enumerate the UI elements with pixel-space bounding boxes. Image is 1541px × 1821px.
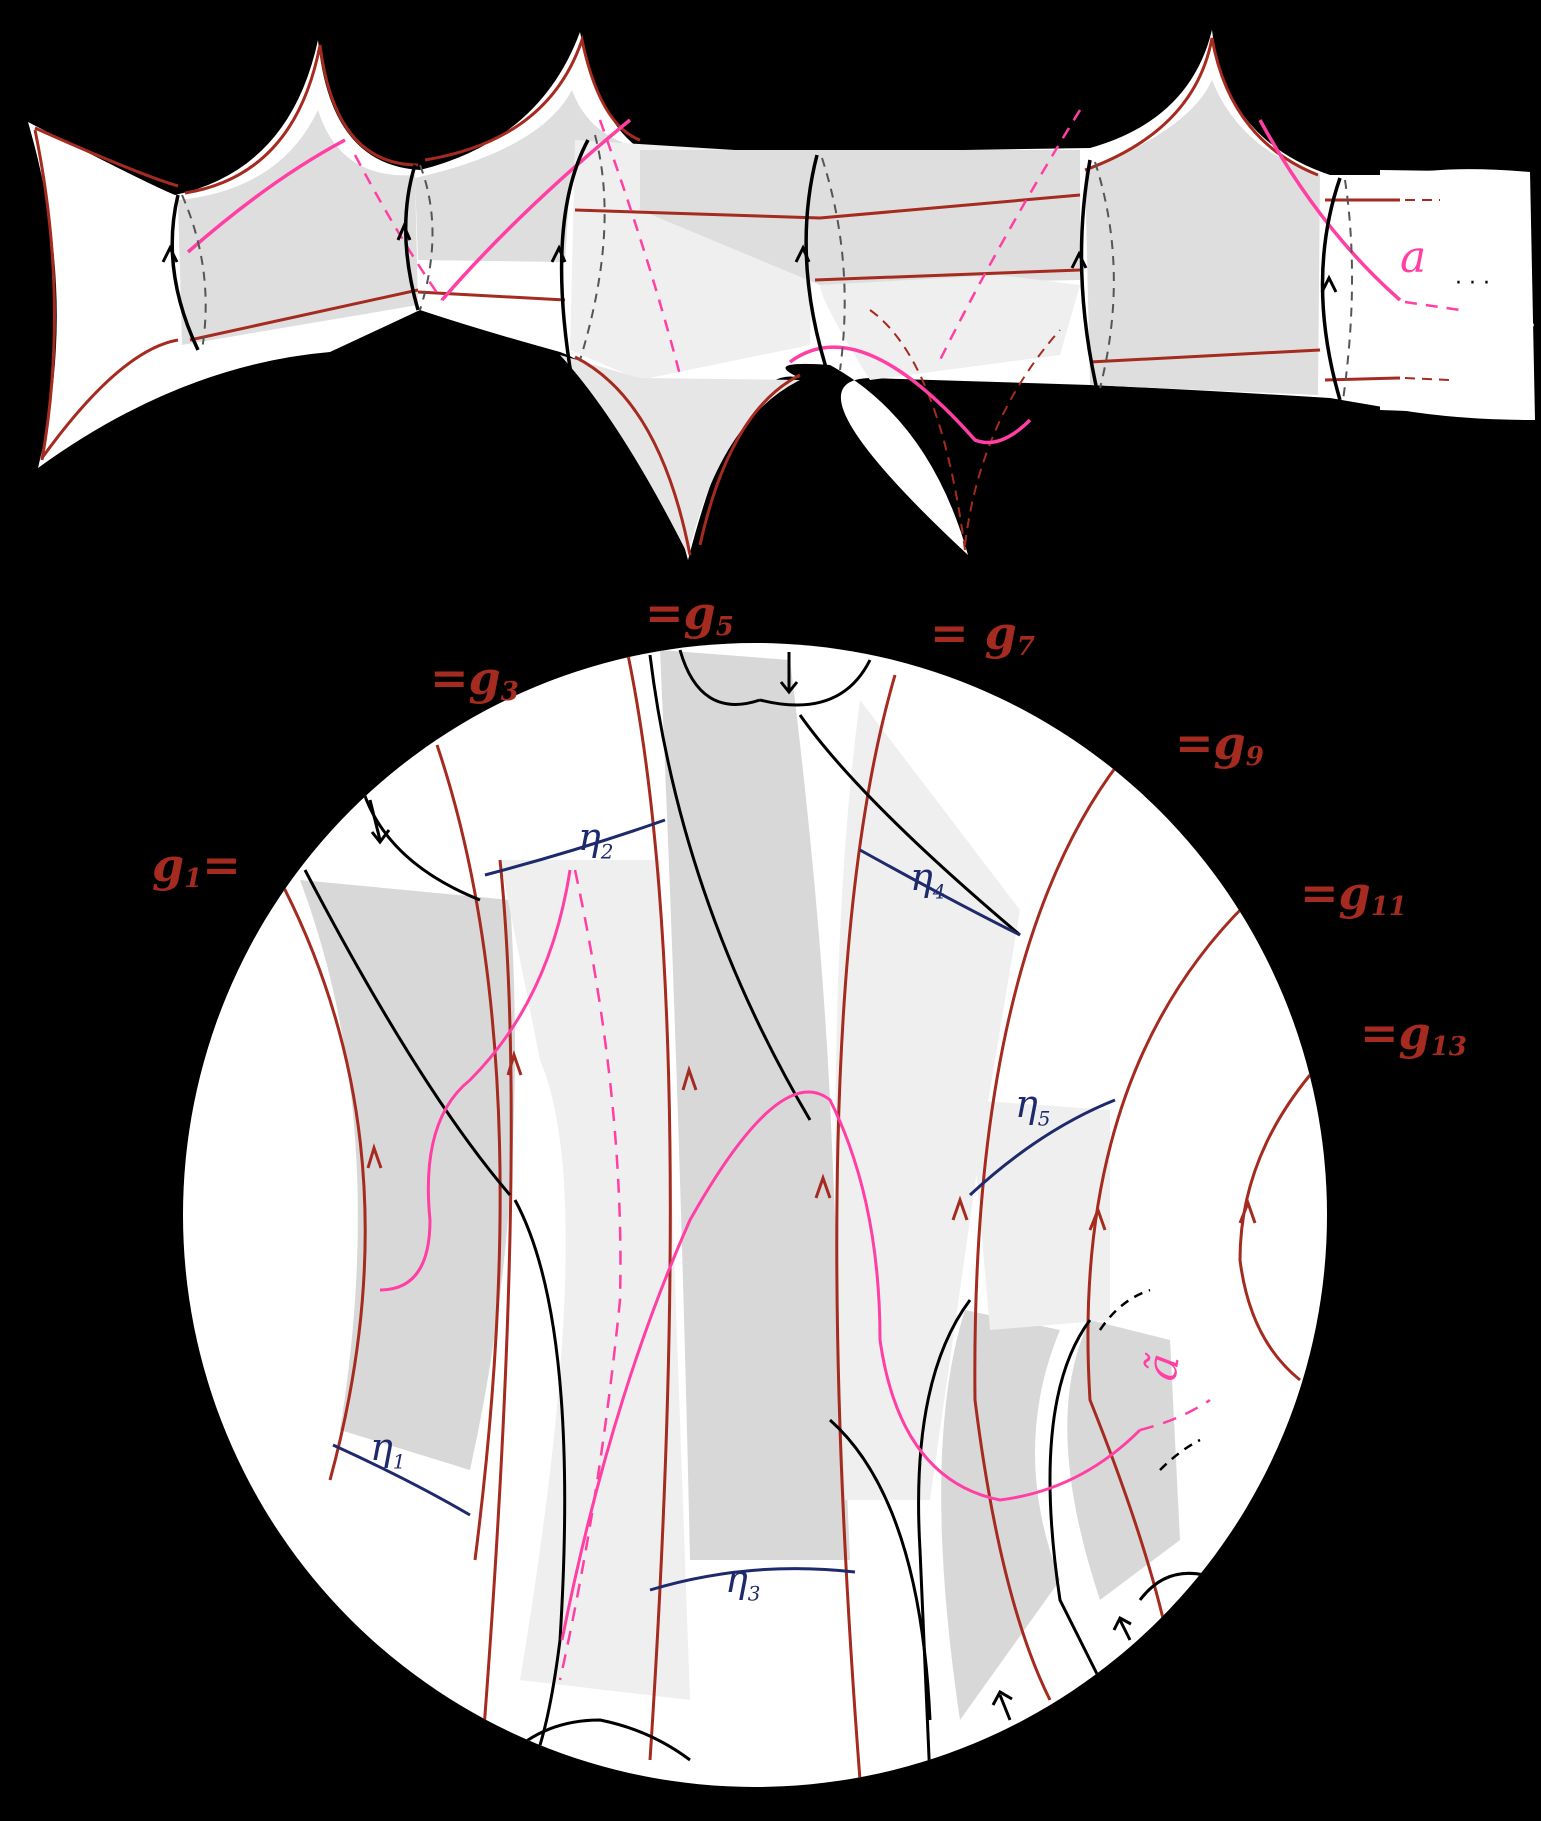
surface-cuffs-hidden	[181, 134, 1354, 401]
label-g7-subscript: 7	[1016, 632, 1035, 662]
disk-region-1	[300, 880, 515, 1470]
eta-4	[859, 848, 1021, 937]
pants-region-1	[178, 110, 418, 345]
lift-arrow-icons	[368, 652, 1132, 1721]
label-g5-equals: =	[645, 586, 684, 640]
poincare-disk	[183, 643, 1327, 1787]
label-eta5-symbol: η	[1015, 1082, 1038, 1126]
eta-3	[649, 1567, 856, 1592]
pants-region-6	[1085, 80, 1320, 395]
geodesic-arrow-icons	[366, 1050, 1257, 1231]
label-eta3-subscript: 3	[747, 1581, 761, 1606]
label-g5-letter: g	[683, 586, 716, 640]
arc-a-label: a	[1400, 232, 1426, 283]
geodesic-g11	[1086, 903, 1247, 1651]
label-eta5: η5	[1015, 1085, 1051, 1129]
label-g7-letter: g	[984, 606, 1017, 660]
infinite-genus-surface	[28, 30, 1535, 560]
eta-1	[332, 1443, 471, 1517]
label-g11-equals: =	[1300, 866, 1339, 920]
label-g11: =g11	[1300, 870, 1407, 920]
label-g7-equals: =	[930, 606, 969, 660]
label-g3-equals: =	[430, 651, 469, 705]
disk-hidden-lifts	[1098, 1288, 1201, 1471]
label-g7: = g7	[930, 610, 1035, 660]
disk-region-4	[835, 700, 1020, 1500]
surface-cuffs	[170, 139, 1342, 401]
label-eta2-symbol: η	[578, 815, 601, 859]
label-g13: =g13	[1360, 1010, 1467, 1060]
continuation-ellipsis: · · ·	[1455, 271, 1490, 296]
pants-region-7	[560, 355, 800, 555]
label-g11-subscript: 11	[1370, 892, 1407, 922]
geodesic-g3	[435, 744, 502, 1561]
label-g1-equals: =	[202, 838, 241, 892]
geodesic-g7	[835, 674, 897, 1781]
geodesic-g13	[1238, 1074, 1312, 1382]
disk-region-2	[500, 860, 690, 1700]
arc-a-lifts-hidden	[558, 869, 1211, 1681]
pants-region-2	[415, 90, 650, 262]
disk-region-5	[941, 1310, 1060, 1720]
disk-region-6	[1067, 1320, 1180, 1600]
label-g11-letter: g	[1338, 866, 1371, 920]
label-eta3-symbol: η	[725, 1557, 748, 1601]
geodesic-g5	[625, 649, 672, 1761]
disk-geodesics	[278, 649, 1312, 1781]
geodesic-g3b	[478, 859, 513, 1781]
label-g9-subscript: 9	[1245, 742, 1264, 772]
eta-segments	[332, 818, 1116, 1592]
label-eta2: η2	[578, 818, 614, 862]
label-eta2-subscript: 2	[600, 839, 614, 864]
label-g1-subscript: 1	[184, 864, 203, 894]
geodesic-g1	[278, 879, 367, 1481]
label-g13-letter: g	[1398, 1006, 1431, 1060]
label-eta4: η4	[910, 858, 946, 902]
label-eta5-subscript: 5	[1037, 1106, 1051, 1131]
surface-geodesics	[33, 34, 1401, 556]
eta-2	[484, 818, 666, 877]
label-g9-equals: =	[1175, 716, 1214, 770]
cuff-arrow-icons	[161, 222, 1338, 293]
disk-region-7	[970, 1100, 1110, 1330]
label-g3-subscript: 3	[500, 677, 519, 707]
label-g5: =g5	[645, 590, 734, 640]
disk-region-3	[660, 650, 850, 1560]
label-eta1-symbol: η	[370, 1425, 393, 1469]
label-g9-letter: g	[1213, 716, 1246, 770]
arc-a	[186, 118, 1402, 445]
label-g13-subscript: 13	[1430, 1032, 1467, 1062]
label-g3: =g3	[430, 655, 519, 705]
eta-5	[968, 1098, 1116, 1197]
pants-region-5	[820, 275, 1080, 380]
label-g13-equals: =	[1360, 1006, 1399, 1060]
label-eta1: η1	[370, 1428, 406, 1472]
label-g1: g1=	[152, 842, 241, 892]
label-eta4-symbol: η	[910, 855, 933, 899]
arc-a-lifts	[379, 869, 1142, 1641]
label-g1-letter: g	[152, 838, 185, 892]
label-g9: =g9	[1175, 720, 1264, 770]
label-g3-letter: g	[468, 651, 501, 705]
pants-region-4	[640, 150, 1080, 285]
label-eta1-subscript: 1	[392, 1449, 406, 1474]
label-eta4-subscript: 4	[932, 879, 946, 904]
surface-fade-edge	[1380, 170, 1534, 415]
geodesic-g9	[973, 754, 1127, 1701]
label-eta3: η3	[725, 1560, 761, 1604]
label-g5-subscript: 5	[715, 612, 734, 642]
